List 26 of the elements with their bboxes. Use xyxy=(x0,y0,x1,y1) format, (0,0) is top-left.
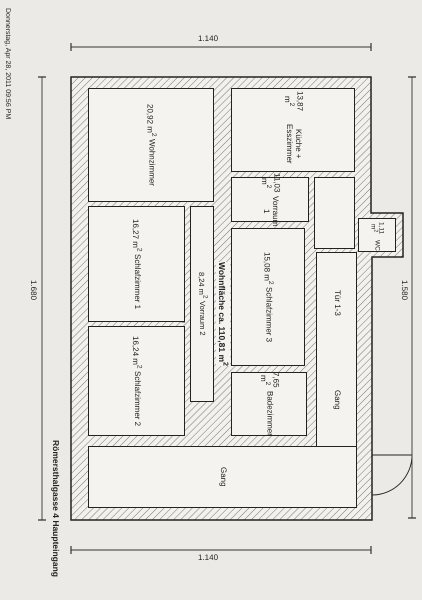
room xyxy=(231,228,305,366)
dimension-label: 1.140 xyxy=(198,34,218,44)
room-label: Schlafzimmer 1 xyxy=(132,254,141,310)
room xyxy=(88,326,185,436)
dimension-label: 1.580 xyxy=(400,280,410,300)
room xyxy=(316,252,357,447)
room xyxy=(190,206,214,402)
room xyxy=(231,88,355,172)
room-label: Tür 1-3 xyxy=(332,290,341,316)
dimension-label: 1.680 xyxy=(29,280,38,300)
room-label: Gang xyxy=(332,390,341,410)
address-label: Römersthalgasse 4 Haupteingang xyxy=(50,440,60,577)
room-label: Wohnzimmer xyxy=(146,139,156,186)
room xyxy=(88,88,214,202)
room-label: Schlafzimmer 2 xyxy=(132,371,141,426)
dimension-label: 1.140 xyxy=(198,553,218,562)
hallway-area xyxy=(314,177,355,249)
room-label: Gang xyxy=(218,467,227,487)
room xyxy=(88,206,185,322)
room-label: Vorraum 1 xyxy=(261,196,279,226)
room-label: Schlafzimmer 3 xyxy=(264,287,272,342)
room-label: Badezimmer xyxy=(264,390,274,436)
room xyxy=(88,446,357,508)
room xyxy=(358,218,396,252)
room-label: Küche + Esszimmer xyxy=(284,123,302,166)
room xyxy=(231,372,307,436)
